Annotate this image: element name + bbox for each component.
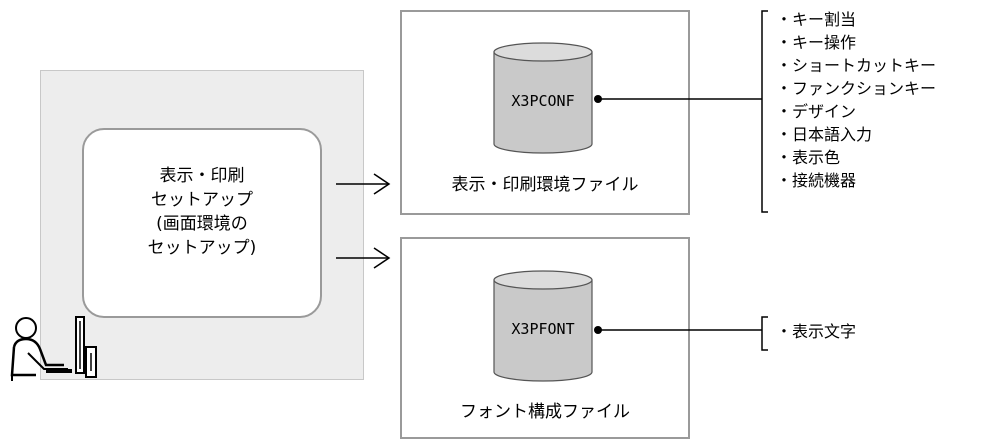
list-item: ・接続機器 [776, 171, 857, 190]
setup-text: 表示・印刷 セットアップ (画面環境の セットアップ) [84, 164, 320, 260]
env-file-box: 表示・印刷環境ファイル [400, 10, 690, 215]
setup-line-4: セットアップ) [147, 238, 257, 258]
font-settings-list: ・表示文字 [776, 320, 856, 343]
list-item: ・ファンクションキー [776, 79, 937, 98]
list-item: ・デザイン [776, 102, 857, 121]
list-item: ・表示文字 [776, 322, 857, 341]
list-item: ・表示色 [776, 148, 841, 167]
list-item: ・ショートカットキー [776, 56, 937, 75]
list-item: ・キー操作 [776, 33, 857, 52]
font-file-box: フォント構成ファイル [400, 237, 690, 439]
setup-line-1: 表示・印刷 [159, 166, 245, 186]
env-settings-list: ・キー割当 ・キー操作 ・ショートカットキー ・ファンクションキー ・デザイン … [776, 8, 936, 192]
list-item: ・キー割当 [776, 10, 857, 29]
setup-line-3: (画面環境の [156, 214, 248, 234]
env-file-label: 表示・印刷環境ファイル [451, 175, 639, 195]
user-at-computer-icon [10, 316, 97, 381]
font-file-label: フォント構成ファイル [460, 402, 630, 422]
setup-line-2: セットアップ [151, 190, 253, 210]
list-item: ・日本語入力 [776, 125, 873, 144]
setup-box: 表示・印刷 セットアップ (画面環境の セットアップ) [82, 128, 322, 318]
